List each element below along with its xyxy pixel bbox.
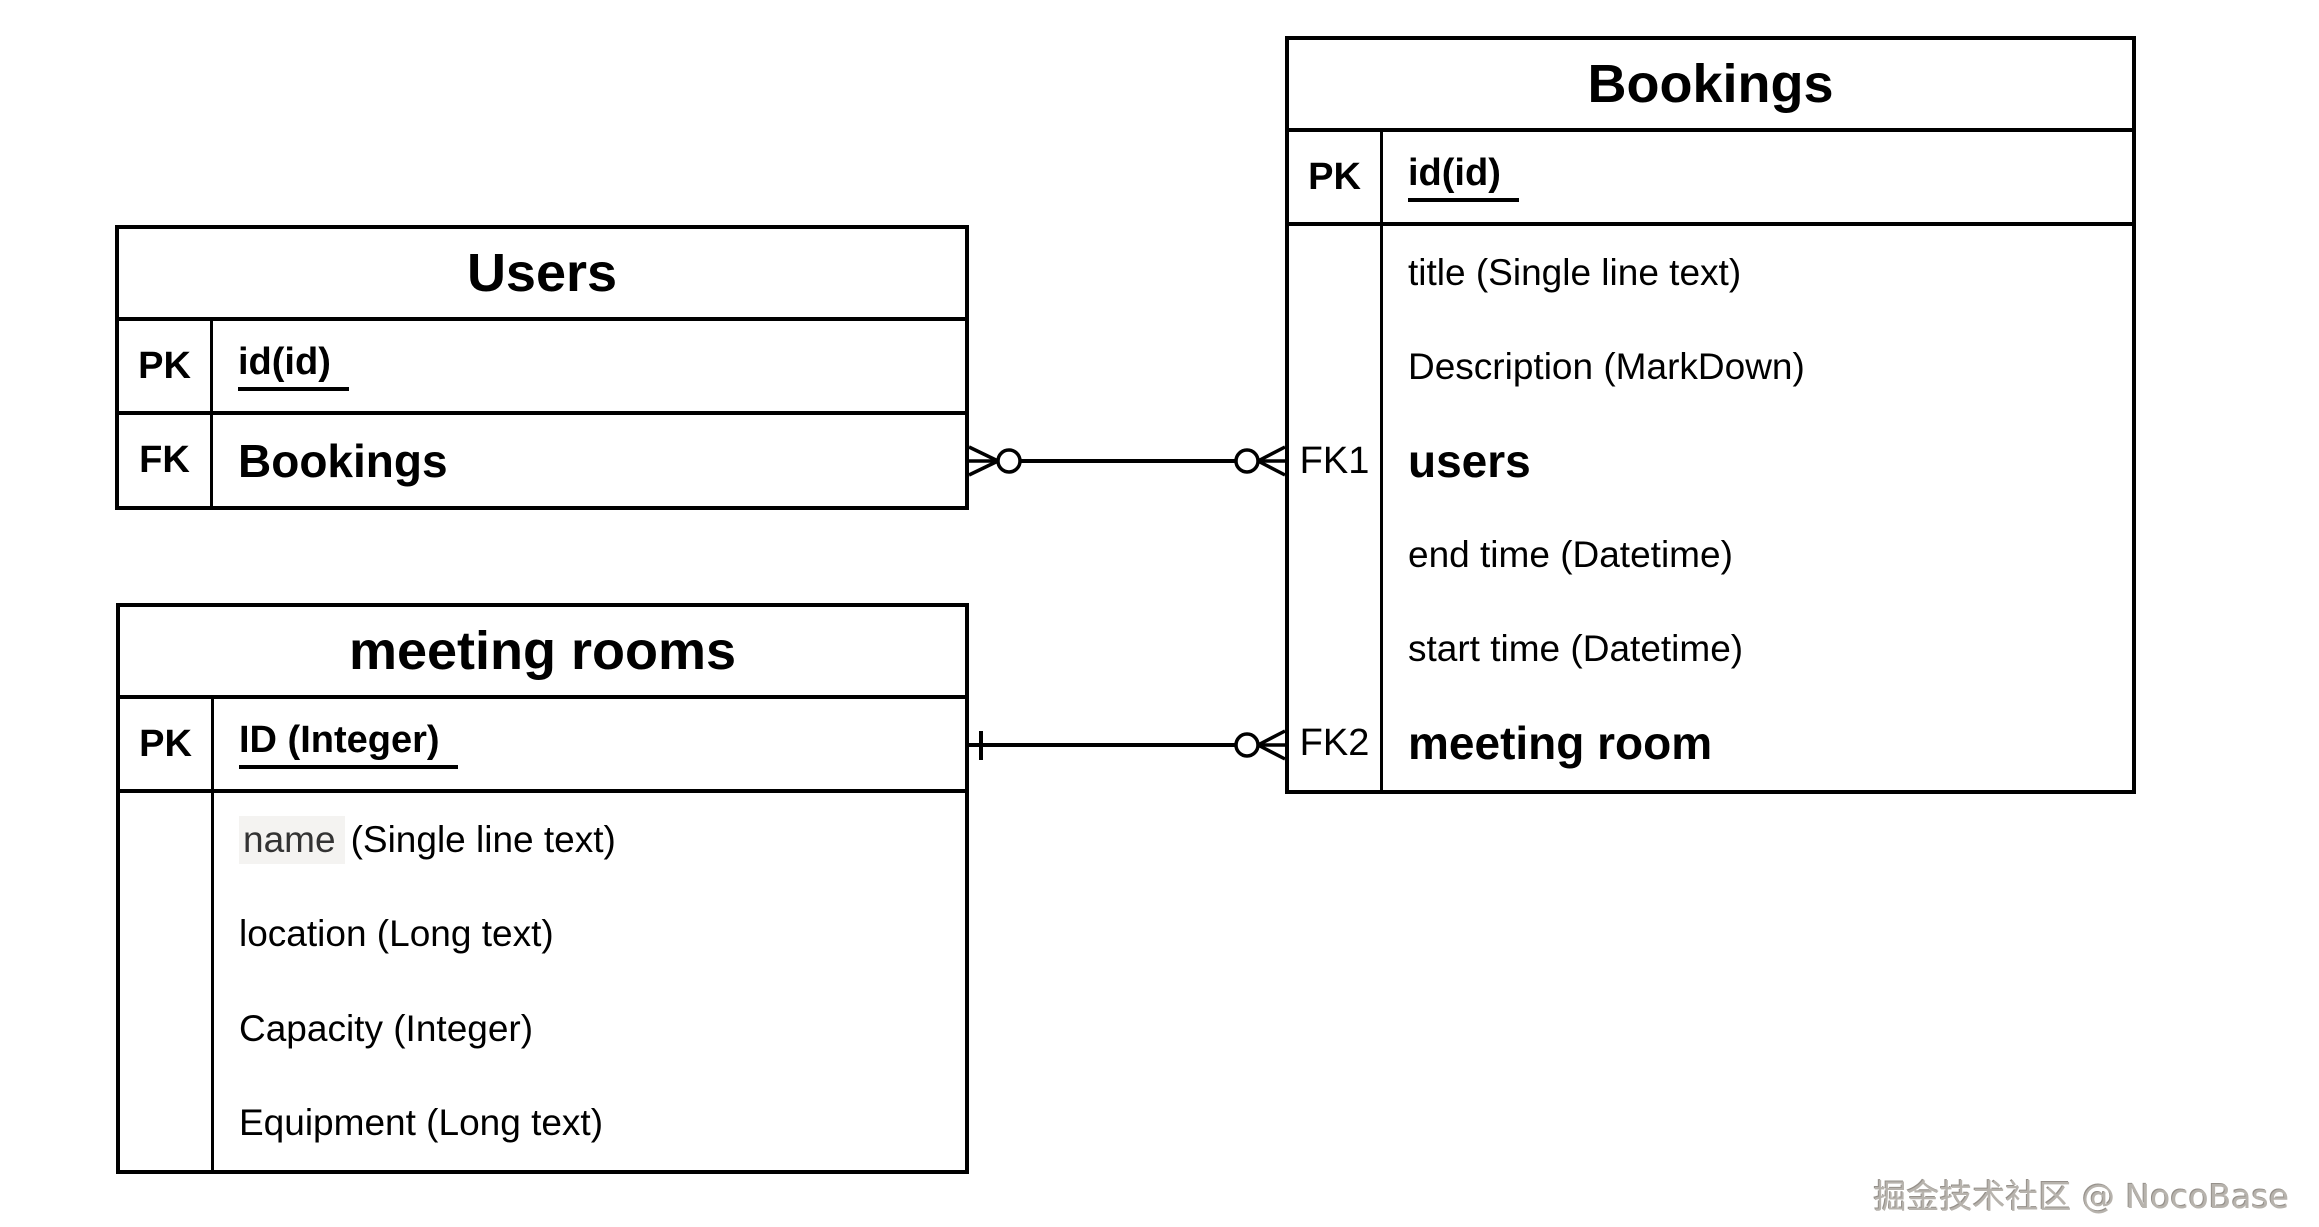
crow-foot-many-icon <box>1257 445 1286 477</box>
attribute-cell: Capacity (Integer) <box>239 1007 534 1049</box>
table-row: end time (Datetime) <box>1289 508 2132 602</box>
table-row: FK1 users <box>1289 414 2132 508</box>
key-label: PK <box>119 321 213 411</box>
table-title: Bookings <box>1289 40 2132 132</box>
entity-table-bookings: Bookings PK id(id) title (Single line te… <box>1285 36 2136 794</box>
attribute-cell: Bookings <box>213 415 965 506</box>
highlighted-attribute-word: name <box>239 816 345 865</box>
attribute-type: (Single line text) <box>350 819 616 861</box>
primary-key-name: ID (Integer) <box>239 719 458 769</box>
table-row: Capacity (Integer) <box>120 981 965 1076</box>
table-row: FK2 meeting room <box>1289 696 2132 790</box>
key-label <box>120 981 214 1076</box>
table-row: location (Long text) <box>120 887 965 982</box>
crow-foot-many-icon <box>1257 729 1286 761</box>
foreign-key-name: meeting room <box>1408 717 1713 769</box>
table-title: meeting rooms <box>120 607 965 699</box>
table-row: Description (MarkDown) <box>1289 320 2132 414</box>
table-row: name (Single line text) <box>120 793 965 888</box>
attribute-cell: id(id) <box>1383 132 2132 222</box>
attribute-cell: Description (MarkDown) <box>1408 346 1805 387</box>
table-row: Equipment (Long text) <box>120 1075 965 1170</box>
attribute-cell: users <box>1383 414 2132 508</box>
relationship-meetingrooms-bookings <box>969 729 1286 761</box>
crow-foot-many-icon <box>968 445 999 477</box>
zero-circle-icon <box>996 448 1022 474</box>
attribute-cell: Equipment (Long text) <box>239 1101 604 1143</box>
attribute-cell: id(id) <box>213 321 965 411</box>
table-row: start time (Datetime) <box>1289 602 2132 696</box>
table-row: PK id(id) <box>119 321 965 415</box>
entity-table-users: Users PK id(id) FK Bookings <box>115 225 969 510</box>
attribute-cell: name (Single line text) <box>214 793 965 887</box>
table-row: title (Single line text) <box>1289 226 2132 320</box>
primary-key-name: id(id) <box>238 341 349 391</box>
entity-table-meeting-rooms: meeting rooms PK ID (Integer) name (Sing… <box>116 603 969 1174</box>
key-label: FK2 <box>1289 696 1383 790</box>
key-label <box>1289 508 1383 602</box>
key-label: FK1 <box>1289 414 1383 508</box>
key-label: FK <box>119 415 213 506</box>
key-label: PK <box>1289 132 1383 222</box>
primary-key-name: id(id) <box>1408 152 1519 202</box>
attribute-cell: location (Long text) <box>239 913 554 955</box>
attribute-cell: title (Single line text) <box>1408 252 1742 293</box>
key-label <box>1289 226 1383 320</box>
table-row: FK Bookings <box>119 415 965 506</box>
foreign-key-name: Bookings <box>238 434 448 487</box>
table-row: PK ID (Integer) <box>120 699 965 793</box>
table-title: Users <box>119 229 965 321</box>
key-label <box>120 793 214 888</box>
attribute-cell: meeting room <box>1383 696 2132 790</box>
watermark-text: 掘金技术社区 @ NocoBase <box>1873 1177 2289 1216</box>
key-label <box>120 1075 214 1170</box>
key-label <box>120 887 214 982</box>
table-row: PK id(id) <box>1289 132 2132 226</box>
foreign-key-name: users <box>1408 435 1531 487</box>
key-label: PK <box>120 699 214 789</box>
key-label <box>1289 602 1383 696</box>
key-label <box>1289 320 1383 414</box>
zero-circle-icon <box>1234 448 1260 474</box>
relationship-users-bookings <box>968 445 1286 477</box>
attribute-cell: start time (Datetime) <box>1408 628 1744 669</box>
attribute-cell: ID (Integer) <box>214 699 965 789</box>
zero-circle-icon <box>1234 732 1260 758</box>
attribute-cell: end time (Datetime) <box>1408 534 1733 575</box>
